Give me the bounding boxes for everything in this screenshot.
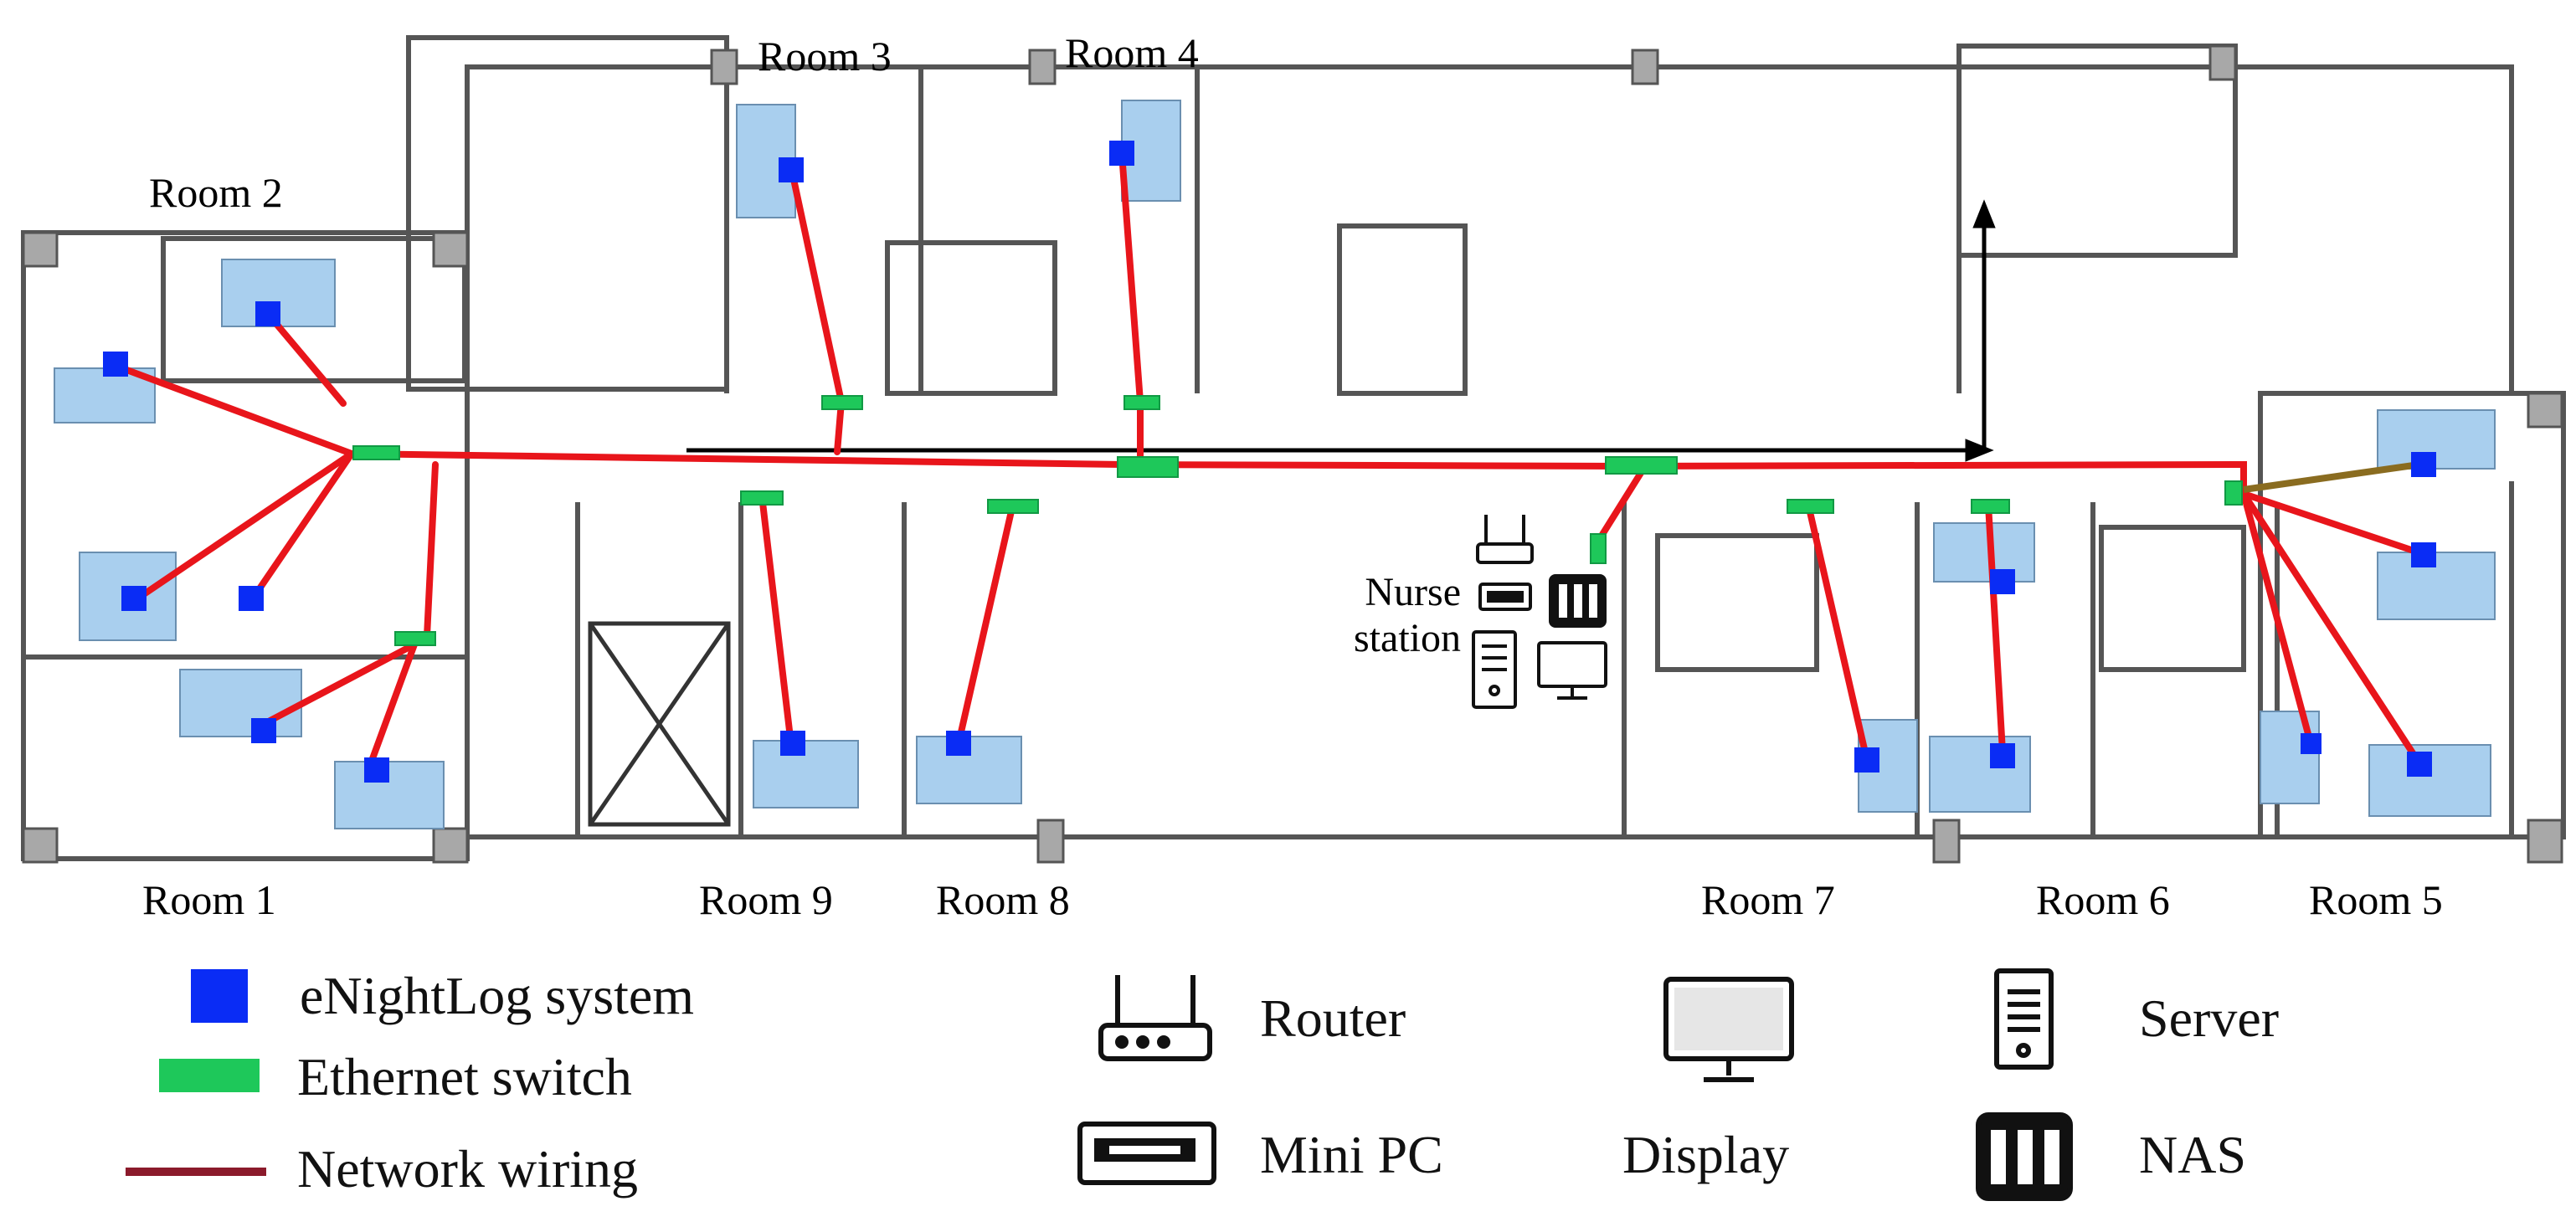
nas-icon xyxy=(1549,574,1607,628)
enightlog-device xyxy=(1109,141,1134,166)
enightlog-device xyxy=(121,586,147,611)
room-label-room1: Room 1 xyxy=(142,876,276,923)
room-label-room6: Room 6 xyxy=(2036,876,2170,923)
legend-device-swatch xyxy=(191,969,248,1023)
ethernet-switch xyxy=(2224,480,2243,506)
ethernet-switch xyxy=(1123,395,1160,410)
legend-nas-label: NAS xyxy=(2139,1125,2247,1184)
server-icon xyxy=(1994,968,2054,1070)
server-icon xyxy=(1472,630,1517,709)
room-label-room5: Room 5 xyxy=(2309,876,2443,923)
ethernet-switch xyxy=(394,631,436,646)
elevator-shaft xyxy=(588,621,731,827)
legend-icons xyxy=(1077,968,2073,1201)
bed xyxy=(2260,711,2320,804)
legend-glyphs xyxy=(126,969,266,1176)
enightlog-device xyxy=(2411,542,2436,567)
legend-minipc-label: Mini PC xyxy=(1260,1125,1443,1184)
legend-enightlog-label: eNightLog system xyxy=(300,966,695,1025)
room-label-room4: Room 4 xyxy=(1065,29,1199,76)
enightlog-device xyxy=(946,731,971,756)
bed xyxy=(753,740,859,808)
room5-wire-top xyxy=(2243,461,2420,493)
ethernet-switch xyxy=(1605,456,1678,475)
enightlog-device xyxy=(1854,747,1879,773)
ethernet-switch xyxy=(1971,499,2010,514)
room-label-room9: Room 9 xyxy=(699,876,833,923)
enightlog-device xyxy=(251,718,276,743)
legend-router-label: Router xyxy=(1260,988,1406,1048)
room-label-room7: Room 7 xyxy=(1701,876,1835,923)
legend-switch-label: Ethernet switch xyxy=(297,1047,632,1106)
ethernet-switches xyxy=(352,395,2243,646)
router-icon xyxy=(1476,515,1534,564)
enightlog-devices xyxy=(103,141,2436,783)
nurse-station-equipment xyxy=(1472,515,1607,709)
network-wiring xyxy=(112,150,2427,773)
legend-display-label: Display xyxy=(1622,1125,1790,1184)
enightlog-device xyxy=(103,352,128,377)
ethernet-switch xyxy=(987,499,1039,514)
legend-server-label: Server xyxy=(2139,988,2280,1048)
ethernet-switch xyxy=(352,445,400,460)
display-icon xyxy=(1663,977,1794,1082)
enightlog-device xyxy=(779,157,804,182)
legend-switch-swatch xyxy=(159,1059,260,1092)
mini-pc-icon xyxy=(1077,1122,1216,1185)
ethernet-switch xyxy=(1787,499,1834,514)
ethernet-switch xyxy=(1117,456,1179,478)
enightlog-device xyxy=(239,586,264,611)
bed xyxy=(179,669,302,737)
legend-wiring-label: Network wiring xyxy=(297,1139,639,1199)
room-label-room8: Room 8 xyxy=(936,876,1070,923)
wall-pillars xyxy=(22,44,2563,864)
enightlog-device xyxy=(2411,452,2436,477)
ethernet-switch xyxy=(1590,533,1607,564)
bed xyxy=(1933,522,2035,583)
mini-pc-icon xyxy=(1478,583,1532,611)
nas-icon xyxy=(1976,1112,2073,1201)
enightlog-device xyxy=(364,757,389,783)
enightlog-device xyxy=(1990,743,2015,768)
display-icon xyxy=(1537,641,1607,700)
corridor-arrow xyxy=(686,199,1996,462)
enightlog-device xyxy=(2301,733,2321,754)
enightlog-device xyxy=(780,731,805,756)
enightlog-device xyxy=(2407,752,2432,777)
room-label-room3: Room 3 xyxy=(758,33,892,80)
nurse-station-label: Nurse station xyxy=(1354,570,1461,661)
router-icon xyxy=(1098,975,1212,1061)
enightlog-device xyxy=(1990,569,2015,594)
ethernet-switch xyxy=(821,395,863,410)
building-walls xyxy=(21,35,2566,861)
room-label-room2: Room 2 xyxy=(149,169,283,216)
ethernet-switch xyxy=(740,490,784,506)
enightlog-device xyxy=(255,301,280,326)
